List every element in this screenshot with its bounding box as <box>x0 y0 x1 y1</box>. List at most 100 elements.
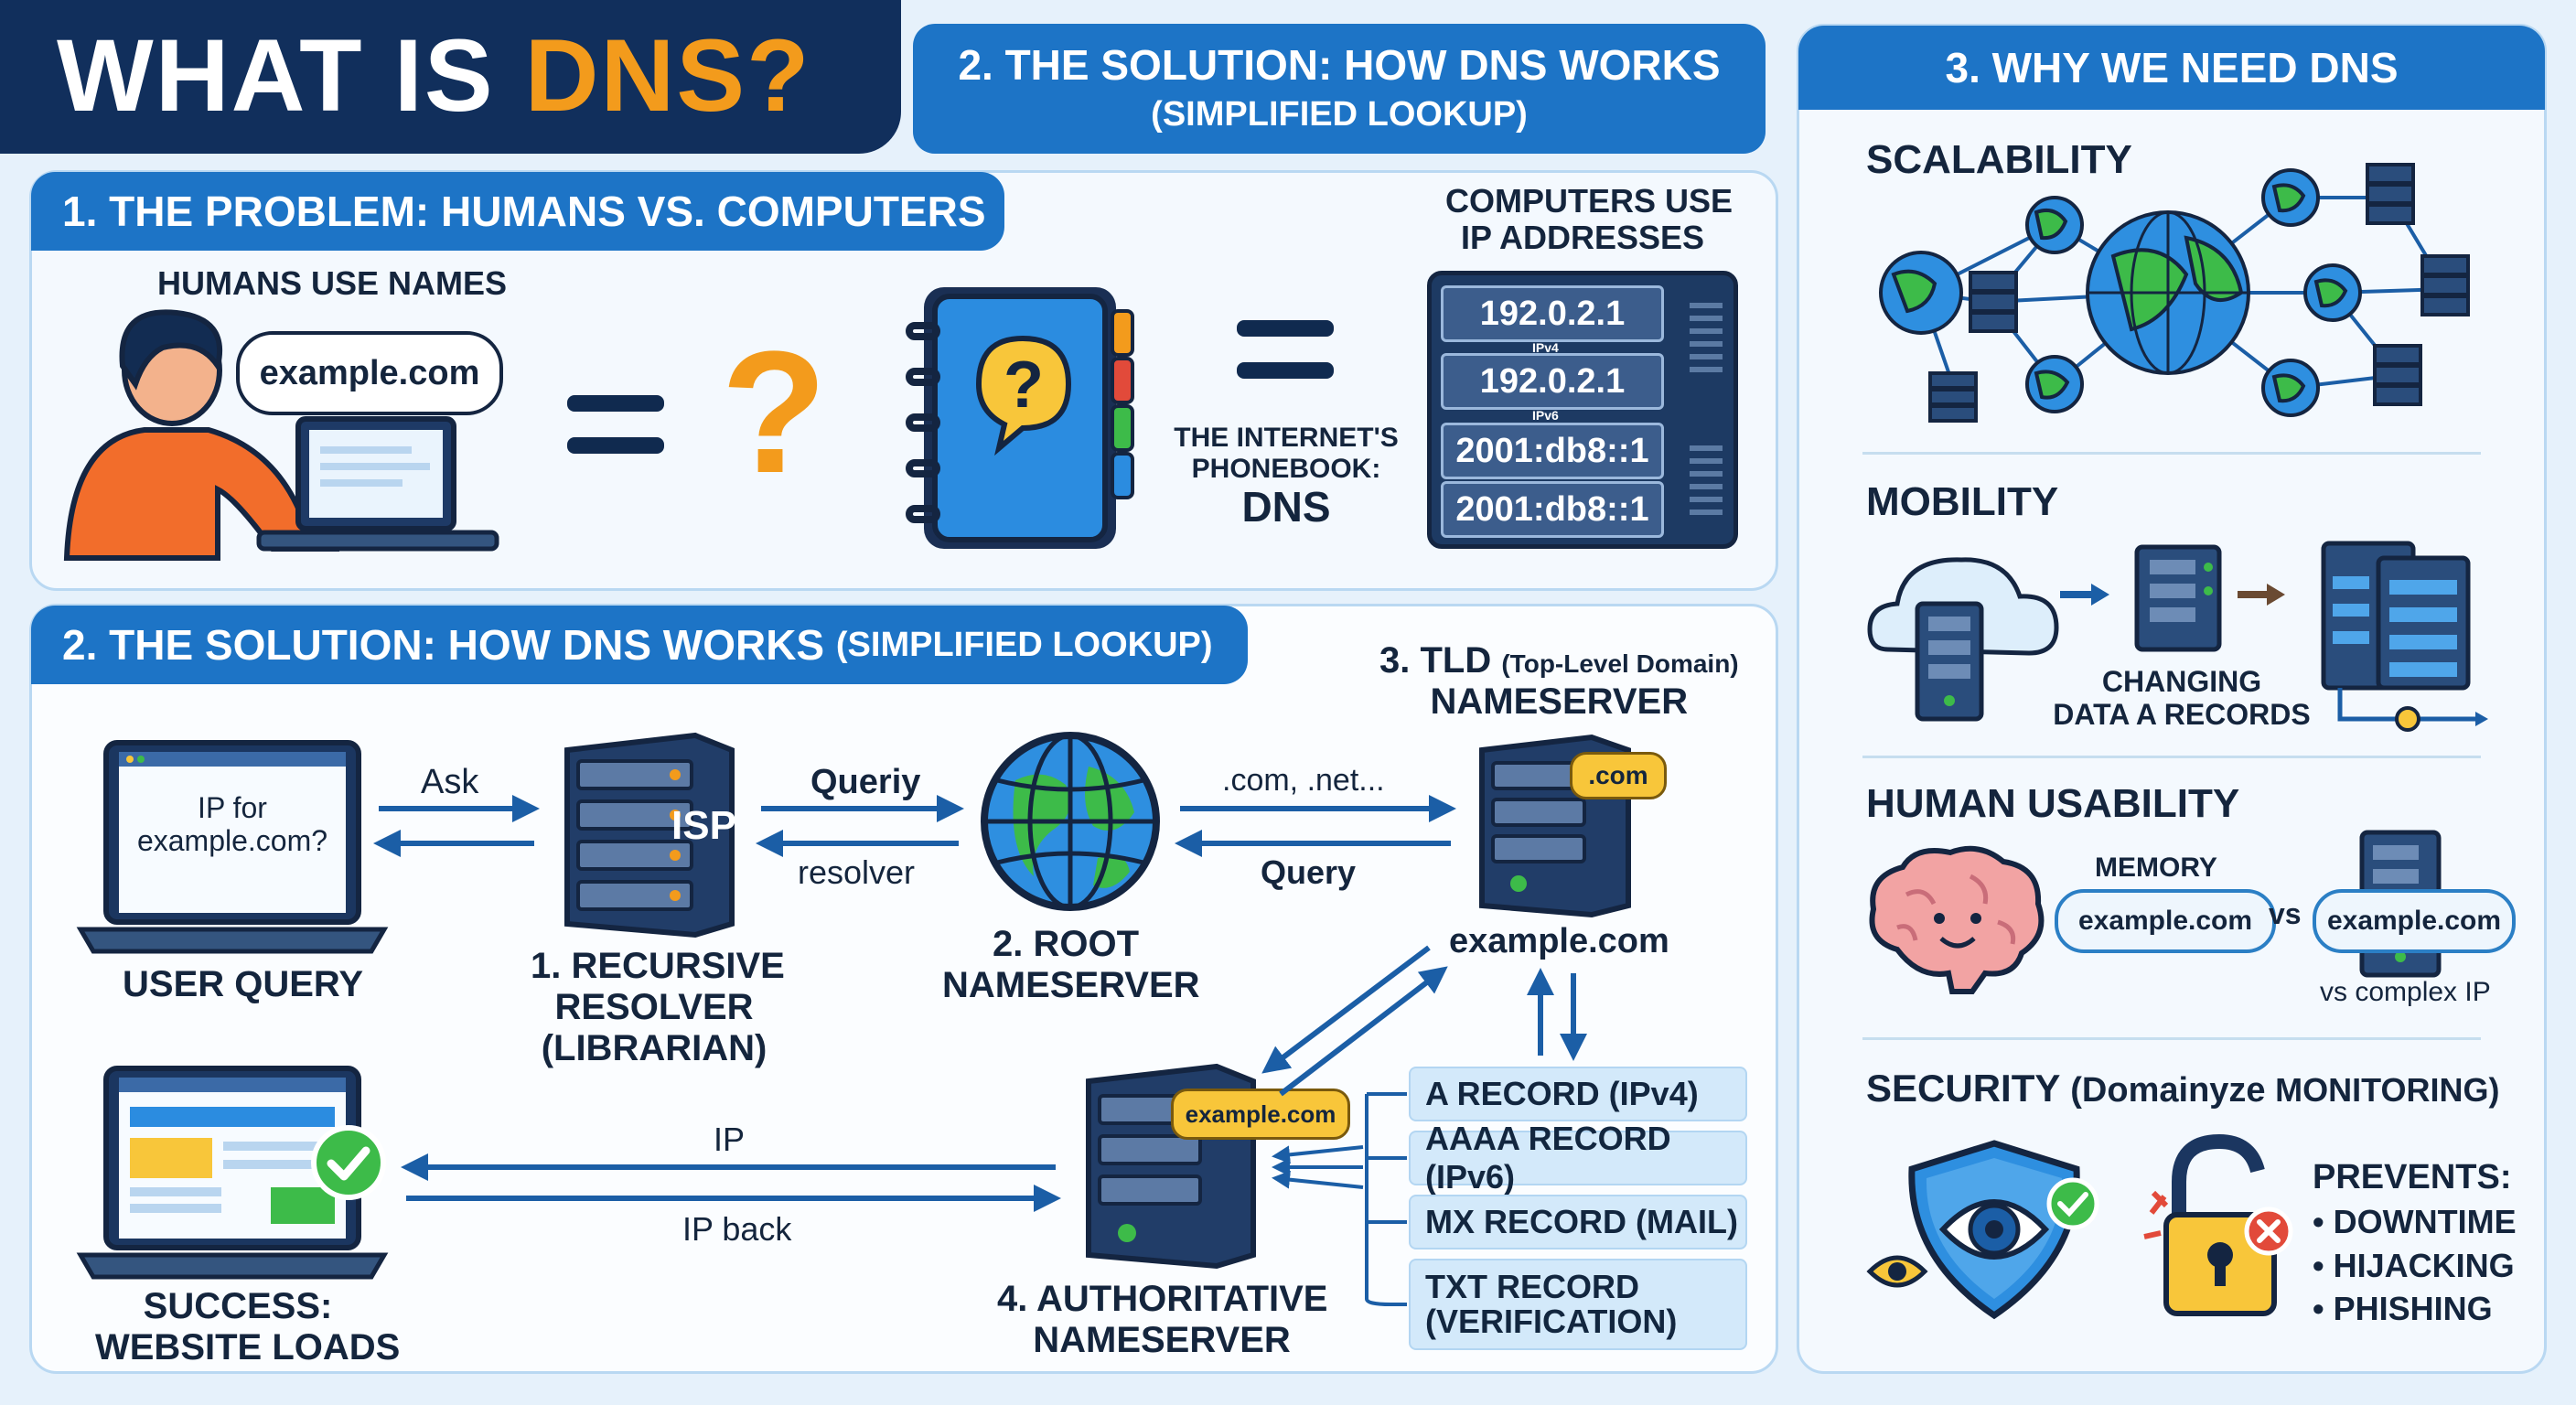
user-screen-line1: IP for <box>198 791 267 824</box>
root-globe-icon <box>981 732 1160 911</box>
tld-label-line2: NAMESERVER <box>1430 681 1689 722</box>
user-screen-text: IP for example.com? <box>119 791 346 858</box>
phonebook-icon: ? <box>906 287 1134 549</box>
resolver-label-line2: RESOLVER <box>554 986 754 1027</box>
speech-bubble: example.com <box>236 331 503 415</box>
computers-label-line1: COMPUTERS USE <box>1445 182 1733 220</box>
prevents-block: PREVENTS: • DOWNTIME • HIJACKING • PHISH… <box>2313 1154 2517 1331</box>
top-middle-header-line2: (SIMPLIFIED LOOKUP) <box>1151 95 1528 134</box>
svg-text:?: ? <box>1004 349 1044 422</box>
solution-header: 2. THE SOLUTION: HOW DNS WORKS (SIMPLIFI… <box>31 606 1248 684</box>
user-screen-line2: example.com? <box>136 823 328 857</box>
why-header: 3. WHY WE NEED DNS <box>1798 26 2545 110</box>
tld-label: 3. TLD (Top-Level Domain) NAMESERVER <box>1379 640 1739 723</box>
page-title-part2: DNS? <box>524 18 811 133</box>
queriy-label: Queriy <box>810 763 921 801</box>
mobility-caption-line1: CHANGING <box>2101 665 2262 698</box>
success-laptop-icon <box>76 1066 389 1280</box>
ip-row: 192.0.2.1 <box>1441 353 1664 410</box>
tld-label-main: 3. TLD <box>1379 640 1492 681</box>
solution-header-small: (SIMPLIFIED LOOKUP) <box>835 625 1213 664</box>
ip-server-vent-2 <box>1690 445 1723 522</box>
ip-back-label: IP back <box>682 1210 792 1248</box>
ip-row: 2001:db8::1 <box>1441 481 1664 538</box>
record-a-text: A RECORD (IPv4) <box>1425 1075 1699 1112</box>
phonebook-label-line1: THE INTERNET'S <box>1174 423 1399 453</box>
ip-row: 192.0.2.1 <box>1441 285 1664 342</box>
broken-lock-icon <box>2143 1133 2293 1316</box>
authoritative-label: 4. AUTHORITATIVE NAMESERVER <box>997 1279 1328 1361</box>
record-aaaa: AAAA RECORD (IPv6) <box>1409 1120 1747 1196</box>
ip-row-text: 192.0.2.1 <box>1479 294 1626 333</box>
auth-domain-tag: example.com <box>1171 1089 1350 1140</box>
title-banner <box>0 0 901 154</box>
solution-header-main: 2. THE SOLUTION: HOW DNS WORKS <box>62 621 825 669</box>
root-nameserver-label: 2. ROOT NAMESERVER <box>942 924 1200 1006</box>
resolver-label-line1: 1. RECURSIVE <box>531 946 785 986</box>
computers-label-line2: IP ADDRESSES <box>1460 219 1705 257</box>
prevents-heading: PREVENTS: <box>2313 1158 2512 1196</box>
equals-icon-2b <box>1237 362 1334 379</box>
problem-header-text: 1. THE PROBLEM: HUMANS VS. COMPUTERS <box>62 188 986 235</box>
why-divider-1 <box>1862 452 2481 455</box>
human-usability-heading: HUMAN USABILITY <box>1866 781 2240 826</box>
record-mx-text: MX RECORD (MAIL) <box>1425 1203 1738 1240</box>
shield-eye-icon <box>1866 1140 2099 1320</box>
phonebook-label: THE INTERNET'S PHONEBOOK: DNS <box>1173 423 1400 531</box>
record-txt-text: TXT RECORD (VERIFICATION) <box>1425 1268 1678 1340</box>
why-header-text: 3. WHY WE NEED DNS <box>1945 44 2399 91</box>
arrow-tld-to-auth <box>1261 945 1431 1074</box>
equals-icon-2 <box>1237 320 1334 337</box>
auth-label-line2: NAMESERVER <box>1033 1319 1291 1360</box>
arrow-auth-to-tld <box>1279 966 1448 1097</box>
tld-label-small: (Top-Level Domain) <box>1501 649 1739 678</box>
resolver-label-line3: (LIBRARIAN) <box>541 1027 767 1068</box>
success-label: SUCCESS: WEBSITE LOADS <box>95 1286 401 1368</box>
vs-complex-ip-label: vs complex IP <box>2320 977 2491 1007</box>
root-label-line1: 2. ROOT <box>992 924 1140 964</box>
page-title: WHAT IS DNS? <box>57 16 811 135</box>
security-heading-main: SECURITY <box>1866 1067 2060 1110</box>
security-heading-paren-close: MONITORING) <box>2275 1071 2500 1109</box>
page-title-part1: WHAT IS <box>57 18 525 133</box>
pill-memory-text: example.com <box>2077 906 2253 936</box>
auth-domain-tag-text: example.com <box>1185 1099 1336 1128</box>
prevents-item-hijacking: • HIJACKING <box>2313 1246 2515 1284</box>
isp-label: ISP <box>671 803 736 848</box>
success-label-line1: SUCCESS: <box>143 1286 333 1326</box>
pill-ip-text: example.com <box>2326 906 2502 936</box>
tld-domain-label: example.com <box>1449 922 1669 960</box>
success-label-line2: WEBSITE LOADS <box>95 1326 401 1367</box>
prevents-item-downtime: • DOWNTIME <box>2313 1203 2517 1241</box>
equals-icon-1b <box>567 437 664 454</box>
ip-row-text: 2001:db8::1 <box>1455 489 1649 529</box>
tld-com-tag: .com <box>1570 752 1667 799</box>
mobility-heading: MOBILITY <box>1866 479 2059 524</box>
tld-com-tag-text: .com <box>1588 761 1648 789</box>
com-net-label: .com, .net... <box>1222 763 1385 798</box>
ip-small-label: IPv4 <box>1532 340 1559 355</box>
ip-flow-label: IP <box>714 1121 746 1158</box>
top-middle-header-line1: 2. THE SOLUTION: HOW DNS WORKS <box>958 41 1721 89</box>
mobility-caption: CHANGING DATA A RECORDS <box>2049 665 2314 732</box>
root-label-line2: NAMESERVER <box>942 964 1200 1005</box>
why-divider-3 <box>1862 1037 2481 1040</box>
success-check-icon <box>311 1125 386 1200</box>
recursive-resolver-label: 1. RECURSIVE RESOLVER (LIBRARIAN) <box>531 946 785 1068</box>
person-laptop-illustration <box>63 309 499 561</box>
ip-row: 2001:db8::1 <box>1441 423 1664 479</box>
ask-label: Ask <box>421 763 479 801</box>
question-mark-icon: ? <box>721 316 828 509</box>
scalability-network-illustration <box>1879 163 2470 423</box>
security-heading: SECURITY (Domainyze MONITORING) <box>1866 1067 2499 1110</box>
recursive-resolver-server-icon <box>564 732 735 938</box>
user-query-label: USER QUERY <box>123 964 364 1004</box>
pill-ip-domain: example.com <box>2313 889 2516 953</box>
mobility-caption-line2: DATA A RECORDS <box>2053 697 2311 731</box>
ip-row-text: 192.0.2.1 <box>1479 361 1626 401</box>
mobility-illustration <box>1867 541 2488 732</box>
record-connector <box>1365 1092 1407 1306</box>
auth-label-line1: 4. AUTHORITATIVE <box>997 1279 1328 1319</box>
user-laptop-icon <box>76 740 389 954</box>
